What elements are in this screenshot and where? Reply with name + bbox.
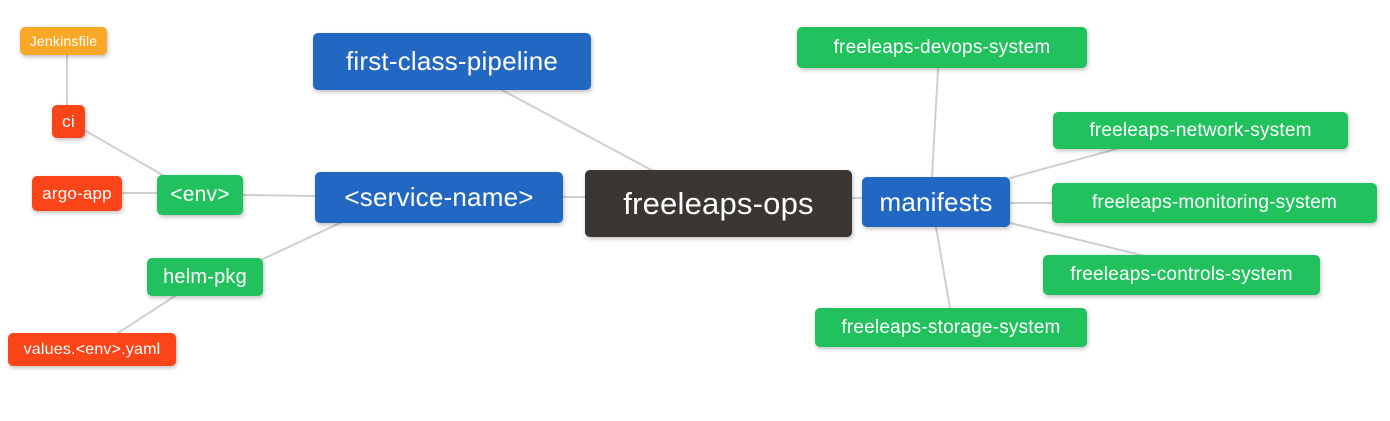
edge-manifests-freeleaps-network-system bbox=[1009, 147, 1121, 179]
node-env[interactable]: <env> bbox=[157, 175, 243, 215]
node-service-name[interactable]: <service-name> bbox=[315, 172, 563, 223]
node-freeleaps-devops-system[interactable]: freeleaps-devops-system bbox=[797, 27, 1087, 68]
edge-manifests-freeleaps-storage-system bbox=[935, 226, 951, 309]
edge-values-env-yaml-helm-pkg bbox=[117, 295, 176, 334]
node-freeleaps-network-system[interactable]: freeleaps-network-system bbox=[1053, 112, 1348, 149]
edge-manifests-freeleaps-devops-system bbox=[931, 68, 939, 178]
node-freeleaps-ops[interactable]: freeleaps-ops bbox=[585, 170, 852, 237]
node-freeleaps-monitoring-system[interactable]: freeleaps-monitoring-system bbox=[1052, 183, 1377, 223]
node-freeleaps-storage-system[interactable]: freeleaps-storage-system bbox=[815, 308, 1087, 347]
node-freeleaps-controls-system[interactable]: freeleaps-controls-system bbox=[1043, 255, 1320, 295]
node-first-class-pipeline[interactable]: first-class-pipeline bbox=[313, 33, 591, 90]
node-helm-pkg[interactable]: helm-pkg bbox=[147, 258, 263, 296]
node-argo-app[interactable]: argo-app bbox=[32, 176, 122, 211]
node-ci[interactable]: ci bbox=[52, 105, 85, 138]
node-manifests[interactable]: manifests bbox=[862, 177, 1010, 227]
edge-manifests-freeleaps-controls-system bbox=[1009, 222, 1146, 257]
edge-helm-pkg-service-name bbox=[262, 222, 341, 260]
edge-first-class-pipeline-freeleaps-ops bbox=[501, 89, 656, 173]
node-jenkinsfile[interactable]: Jenkinsfile bbox=[20, 27, 107, 55]
edge-env-service-name bbox=[242, 194, 316, 197]
node-values-env-yaml[interactable]: values.<env>.yaml bbox=[8, 333, 176, 366]
edge-ci-env bbox=[83, 129, 167, 178]
